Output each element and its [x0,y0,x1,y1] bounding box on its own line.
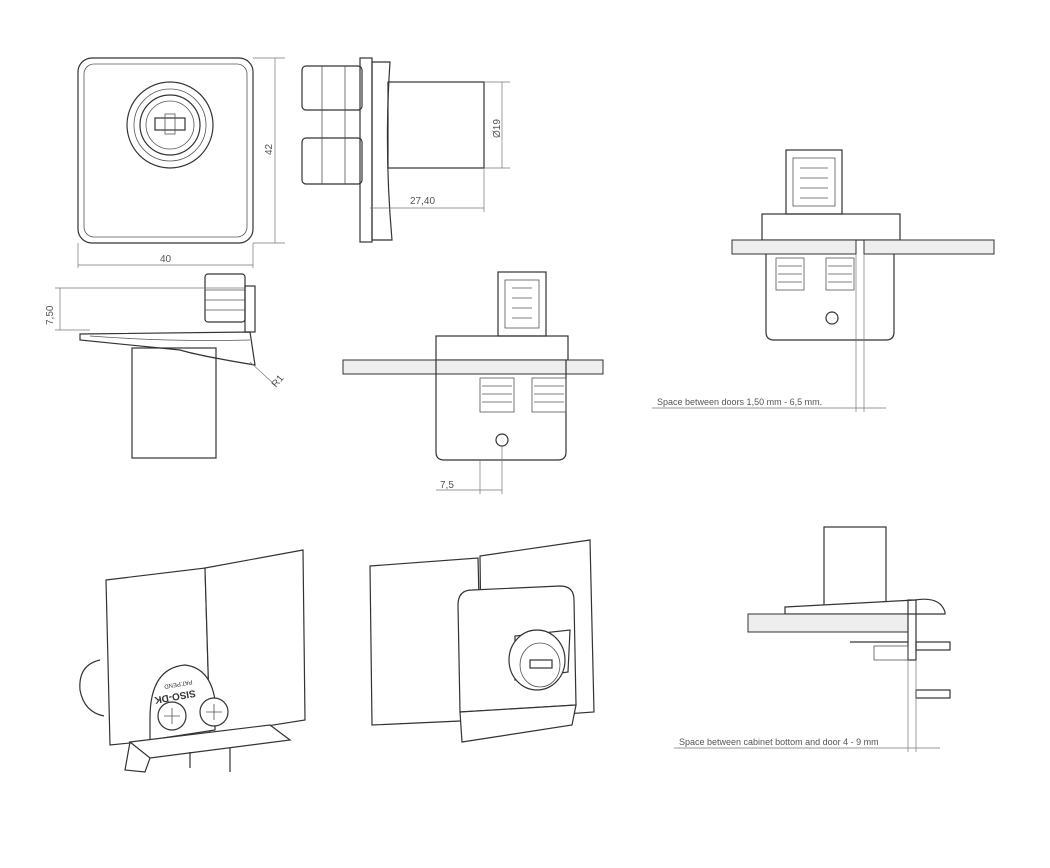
dim-7-50: 7,50 [45,305,56,325]
isometric-view-front [369,539,595,743]
bottom-view: 7,50 R1 [45,273,287,459]
center-assembly-view: 7,5 [342,271,604,494]
double-door-view: Space between doors 1,50 mm - 6,5 mm. [652,149,995,412]
dim-7-5: 7,5 [440,480,454,491]
dim-40: 40 [160,254,172,265]
side-view: Ø19 27,40 [301,57,510,243]
logo-sub: PAT.PEND [163,678,193,689]
dim-27-40: 27,40 [410,196,435,207]
dim-r1: R1 [270,373,287,390]
dim-42: 42 [264,143,275,155]
front-view: 42 40 [77,57,285,268]
dim-diameter-19: Ø19 [492,119,503,138]
door-gap-note: Space between doors 1,50 mm - 6,5 mm. [657,397,822,407]
cabinet-gap-note: Space between cabinet bottom and door 4 … [679,737,879,747]
isometric-view-back: SISO-DK PAT.PEND [79,549,306,773]
cabinet-side-view: Space between cabinet bottom and door 4 … [674,526,951,752]
